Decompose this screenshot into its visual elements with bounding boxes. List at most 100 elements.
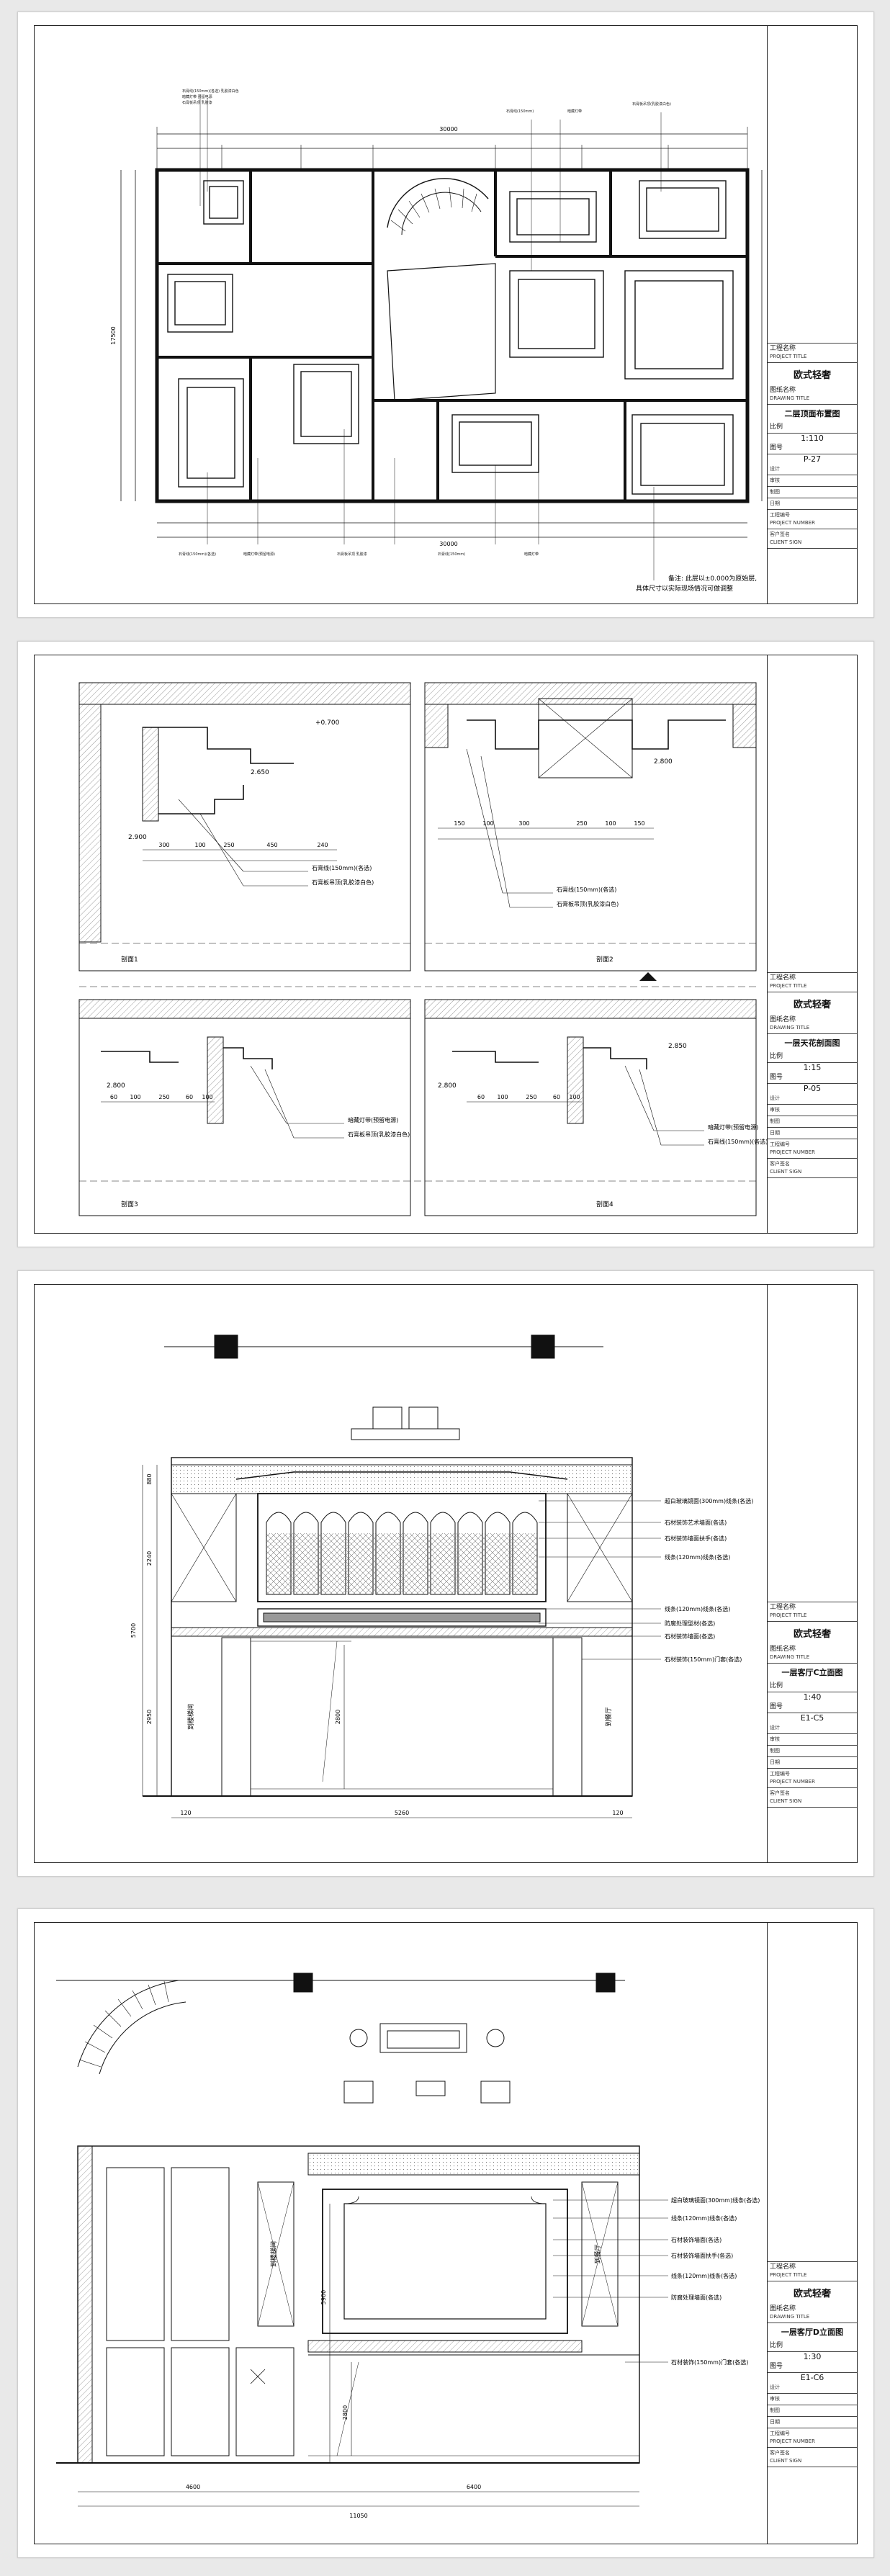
callout: 石材装饰墙面(各选)	[671, 2236, 722, 2243]
dim: 60	[553, 1094, 560, 1100]
sections-svg: +0.700 2.650 2.900 2.800 2.800 2.800 2.8…	[78, 682, 768, 1216]
level-mark: 2.800	[654, 758, 673, 766]
dim: 5700	[130, 1623, 137, 1638]
drawing-label-en: DRAWING TITLE	[770, 1654, 810, 1660]
tb-field: 制图	[768, 2405, 857, 2417]
section-label: 剖面2	[596, 955, 613, 964]
side-label: 到楼梯间	[186, 1704, 195, 1730]
level-mark: +0.700	[315, 719, 340, 727]
svg-text:暗藏灯带 预留电源: 暗藏灯带 预留电源	[182, 94, 212, 99]
section-label: 剖面4	[596, 1200, 613, 1208]
section-label: 剖面1	[121, 955, 138, 964]
svg-text:暗藏灯带: 暗藏灯带	[524, 552, 539, 557]
elevation-c-svg: 超白玻璃镜面(300mm)线条(各选) 石材装饰艺术墙面(各选) 石材装饰墙面扶…	[130, 1334, 753, 1818]
dim: 2800	[335, 1710, 341, 1724]
tb-field: 日期	[768, 498, 857, 510]
tb-field: PROJECT NUMBER	[770, 1149, 815, 1155]
tb-field: 日期	[768, 2417, 857, 2428]
tb-field: 审核	[768, 2394, 857, 2405]
dim: 100	[130, 1094, 140, 1100]
scale-value: 1:15	[803, 1063, 822, 1072]
tb-field: 制图	[768, 1116, 857, 1128]
drawing-label: 图纸名称	[770, 387, 796, 394]
tb-field: 审核	[768, 475, 857, 487]
level-mark: 2.850	[668, 1043, 687, 1050]
drawing-sheet-elevation-c: 超白玻璃镜面(300mm)线条(各选) 石材装饰艺术墙面(各选) 石材装饰墙面扶…	[17, 1270, 874, 1877]
svg-text:暗藏灯带: 暗藏灯带	[567, 109, 582, 114]
drawing-sheet-ceiling-sections: +0.700 2.650 2.900 2.800 2.800 2.800 2.8…	[17, 641, 874, 1247]
side-label: 到餐厅	[604, 1707, 613, 1726]
drawing-name: 一层客厅D立面图	[781, 2328, 844, 2337]
dim: 450	[266, 842, 277, 848]
project-name: 欧式轻奢	[793, 2289, 831, 2299]
drawing-label-en: DRAWING TITLE	[770, 1025, 810, 1031]
note: 暗藏灯带(预留电源)	[708, 1123, 758, 1131]
level-mark: 2.800	[107, 1082, 125, 1090]
drawing-name: 一层天花剖面图	[784, 1038, 840, 1048]
elevation-d-drawing: 超白玻璃镜面(300mm)线条(各选) 线条(120mm)线条(各选) 石材装饰…	[35, 1923, 768, 2544]
drawing-name: 二层顶面布置图	[784, 409, 840, 418]
drawing-sheet-elevation-d: 超白玻璃镜面(300mm)线条(各选) 线条(120mm)线条(各选) 石材装饰…	[17, 1908, 874, 2558]
sheet-frame: 超白玻璃镜面(300mm)线条(各选) 石材装饰艺术墙面(各选) 石材装饰墙面扶…	[34, 1284, 858, 1863]
callout: 石材装饰(150mm)门套(各选)	[665, 1656, 742, 1663]
scale-label: 比例	[770, 1682, 783, 1689]
svg-text:石膏板吊顶 乳胶漆: 石膏板吊顶 乳胶漆	[182, 100, 212, 105]
dim: 120	[612, 1810, 623, 1816]
callout: 防腐处理型材(各选)	[665, 1620, 715, 1627]
height-dim: 17500	[110, 326, 117, 344]
callout: 石材装饰墙面扶手(各选)	[671, 2252, 733, 2259]
side-label: 到楼梯间	[269, 2241, 278, 2267]
note: 石膏板吊顶(乳胶漆白色)	[557, 900, 619, 907]
tb-field: 日期	[768, 1757, 857, 1769]
ceiling-plan-drawing: 石膏线(150mm)(各选) 乳胶漆白色 暗藏灯带 预留电源 石膏板吊顶 乳胶漆…	[35, 26, 768, 603]
dim: 2950	[146, 1710, 153, 1724]
callout: 防腐处理墙面(各选)	[671, 2294, 722, 2301]
dim: 60	[186, 1094, 193, 1100]
sheet-frame: +0.700 2.650 2.900 2.800 2.800 2.800 2.8…	[34, 655, 858, 1234]
tb-field: 日期	[768, 1128, 857, 1139]
callout: 石材装饰艺术墙面(各选)	[665, 1519, 727, 1526]
sheet-no-label: 图号	[770, 444, 783, 452]
note: 石膏线(150mm)(各选)	[557, 886, 616, 893]
tb-field: 工程编号	[770, 1141, 790, 1147]
elevation-c-drawing: 超白玻璃镜面(300mm)线条(各选) 石材装饰艺术墙面(各选) 石材装饰墙面扶…	[35, 1285, 768, 1862]
drawing-label-en: DRAWING TITLE	[770, 395, 810, 401]
drawing-label-en: DRAWING TITLE	[770, 2314, 810, 2320]
ceiling-plan-svg: 石膏线(150mm)(各选) 乳胶漆白色 暗藏灯带 预留电源 石膏板吊顶 乳胶漆…	[110, 89, 763, 593]
dim: 250	[576, 820, 587, 827]
callout: 石材装饰墙面(各选)	[665, 1633, 715, 1640]
tb-field: CLIENT SIGN	[770, 539, 802, 545]
callout: 超白玻璃镜面(300mm)线条(各选)	[671, 2196, 760, 2204]
level-mark: 2.800	[438, 1082, 457, 1090]
dim: 250	[223, 842, 234, 848]
dim: 100	[194, 842, 205, 848]
svg-text:石膏线(150mm)(各选): 石膏线(150mm)(各选)	[179, 552, 216, 557]
tb-field: CLIENT SIGN	[770, 1798, 802, 1804]
callout: 线条(120mm)线条(各选)	[665, 1553, 730, 1561]
drawing-label: 图纸名称	[770, 1016, 796, 1023]
dim: 2800	[342, 2405, 349, 2420]
project-name: 欧式轻奢	[793, 370, 831, 381]
svg-text:石膏线(150mm): 石膏线(150mm)	[438, 552, 465, 557]
project-label-en: PROJECT TITLE	[770, 983, 807, 989]
project-label: 工程名称	[770, 2263, 796, 2271]
project-label-en: PROJECT TITLE	[770, 2272, 807, 2278]
dim: 60	[110, 1094, 117, 1100]
note: 石膏线(150mm)(各选)	[708, 1138, 768, 1145]
dim: 300	[518, 820, 529, 827]
scale-label: 比例	[770, 1053, 783, 1060]
tb-field: 客户签名	[770, 531, 790, 537]
tb-field: PROJECT NUMBER	[770, 520, 815, 526]
project-name: 欧式轻奢	[793, 1629, 831, 1640]
svg-text:暗藏灯带(预留电源): 暗藏灯带(预留电源)	[243, 552, 275, 557]
dim: 300	[158, 842, 169, 848]
dim: 5900	[320, 2290, 327, 2305]
note: 石膏线(150mm)(各选)	[312, 864, 372, 871]
tb-field: PROJECT NUMBER	[770, 2438, 815, 2444]
dim: 60	[477, 1094, 485, 1100]
callout: 超白玻璃镜面(300mm)线条(各选)	[665, 1497, 753, 1504]
tb-field: CLIENT SIGN	[770, 1169, 802, 1175]
